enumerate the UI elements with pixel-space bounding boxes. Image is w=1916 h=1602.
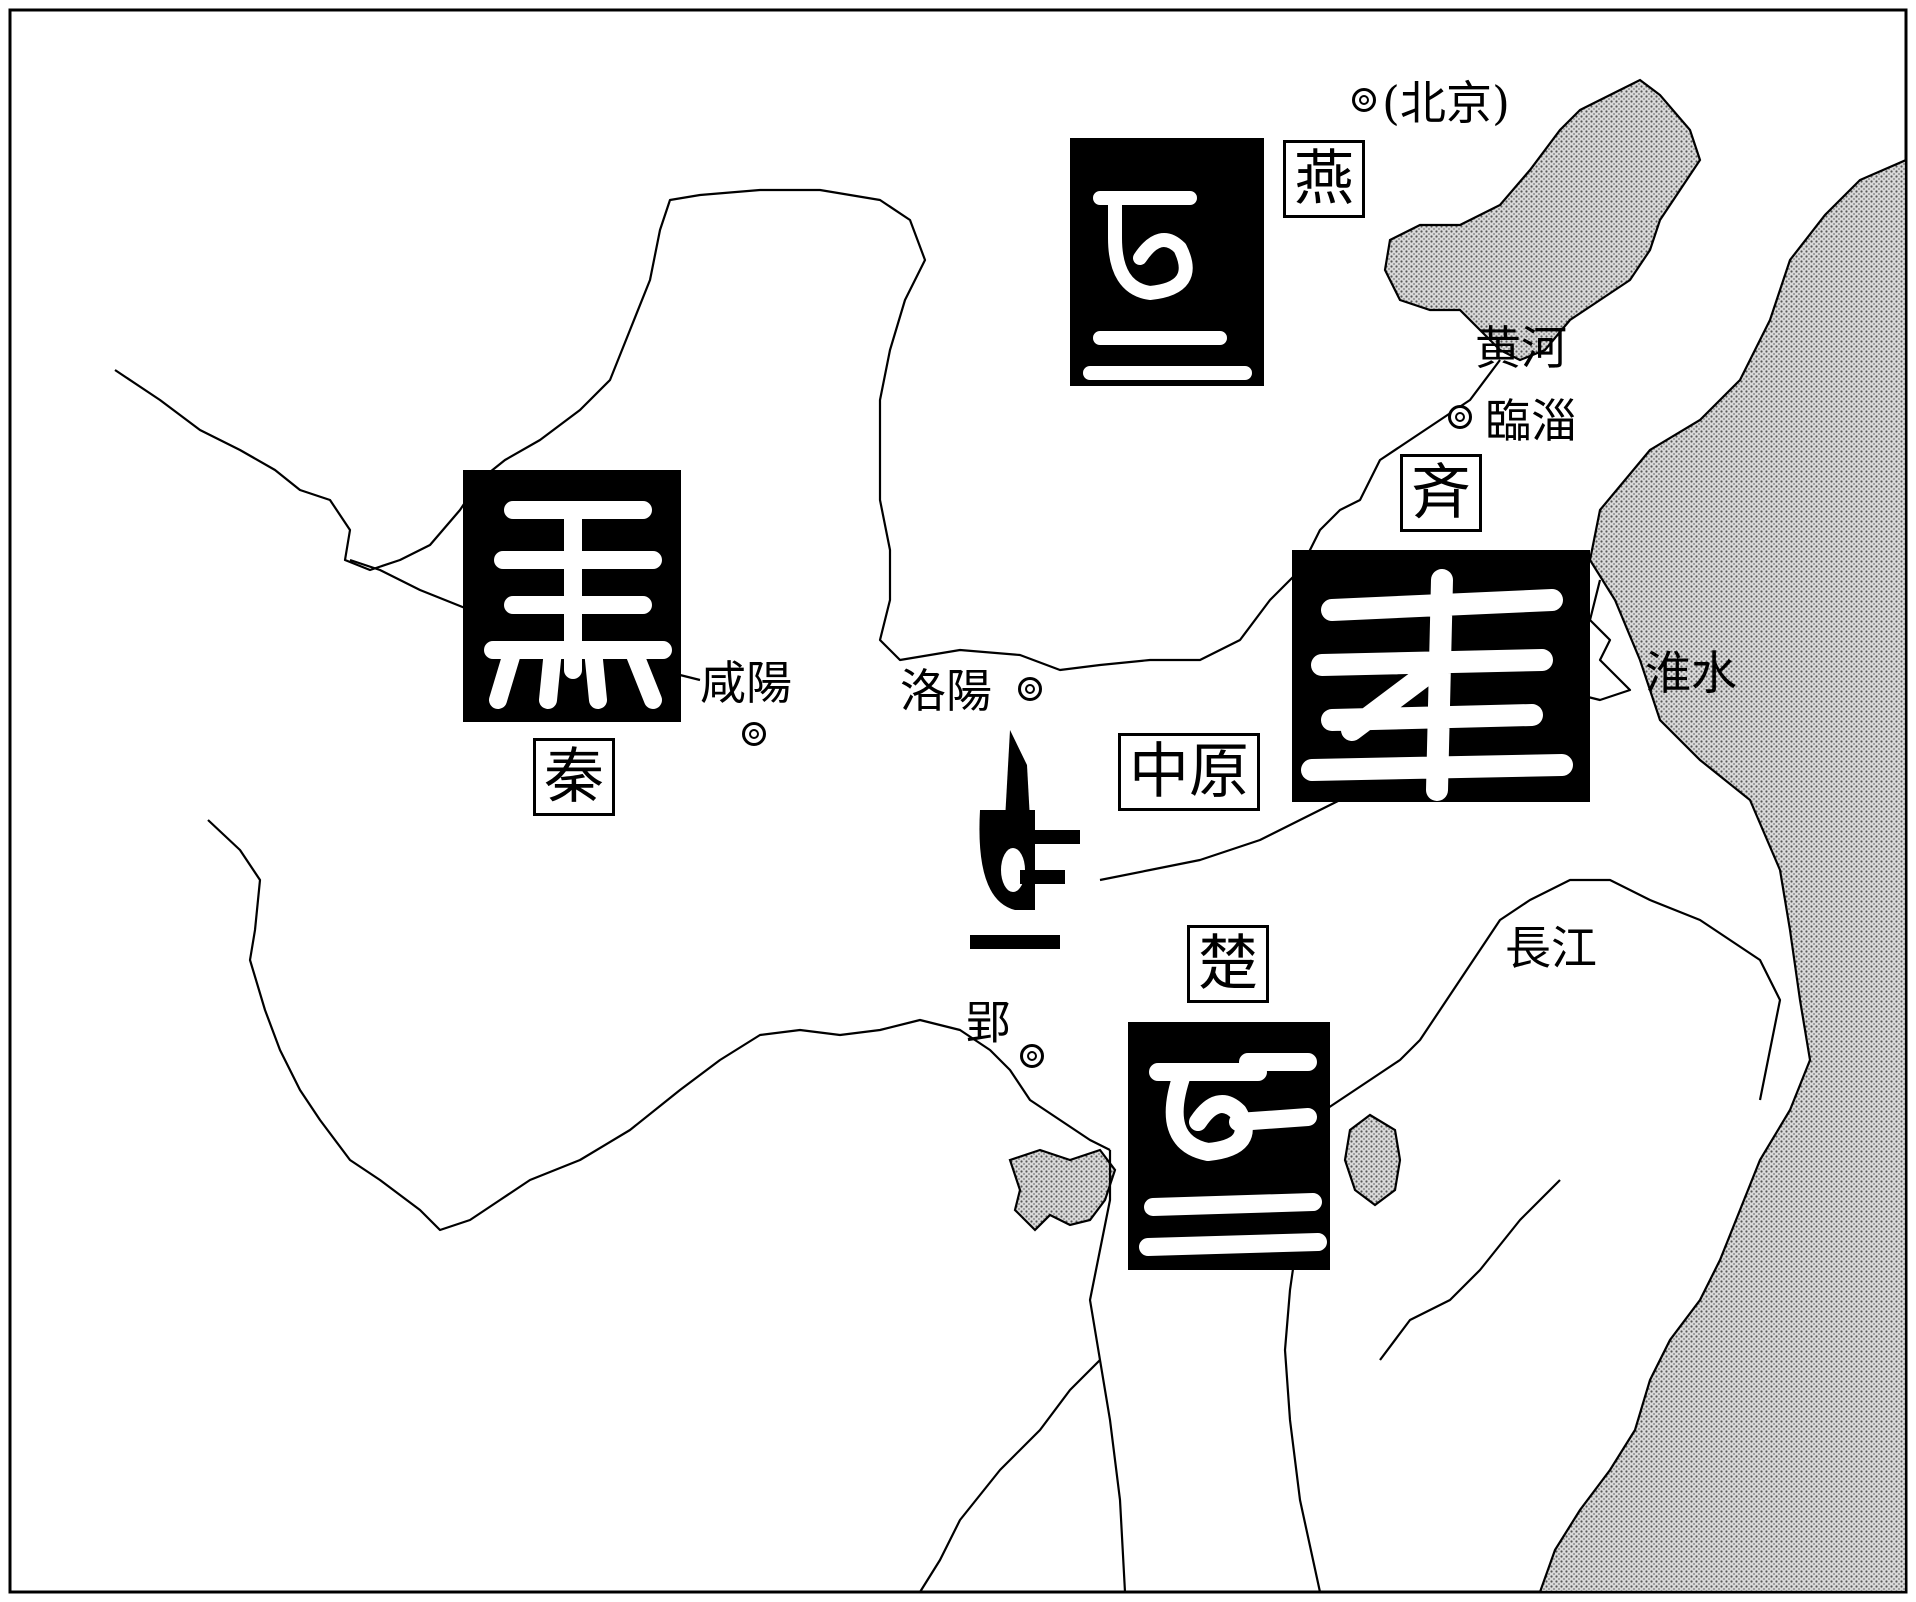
yellow-river-line	[114, 188, 1501, 672]
linzi-label: 臨淄	[1485, 394, 1577, 448]
tributary-1	[1088, 1150, 1127, 1593]
yan-region-label: 燕	[1283, 140, 1365, 218]
xianyang-label: 咸陽	[700, 656, 792, 710]
yan-seal-icon	[1070, 138, 1264, 386]
qin-seal-icon	[463, 470, 681, 722]
luoyang-marker	[1018, 677, 1042, 701]
tributary-3	[1283, 1219, 1322, 1593]
huanghe-label: 黄河	[1475, 321, 1567, 375]
changjiang-label: 長江	[1505, 921, 1597, 975]
tributary-4	[1379, 1179, 1561, 1361]
luoyang-label: 洛陽	[900, 664, 992, 718]
ying-marker	[1020, 1044, 1044, 1068]
beijing-marker	[1352, 88, 1376, 112]
lake-east	[1343, 1113, 1402, 1207]
qi-seal-icon	[1292, 550, 1590, 802]
zhongyuan-region-label: 中原	[1118, 733, 1260, 811]
chu-seal-icon	[1128, 1022, 1330, 1270]
linzi-marker	[1448, 405, 1472, 429]
east-sea	[1538, 158, 1908, 1594]
qin-region-label: 秦	[533, 738, 615, 816]
zhongyuan-glyph-icon	[970, 730, 1080, 949]
xianyang-marker	[742, 722, 766, 746]
yangtze-lower-line	[1309, 878, 1782, 1121]
lake-west	[1008, 1148, 1117, 1232]
qi-region-label: 斉	[1400, 454, 1482, 532]
chu-region-label: 楚	[1187, 925, 1269, 1003]
bohai-sea	[1383, 78, 1702, 362]
ying-label: 郢	[965, 996, 1011, 1050]
tributary-2	[919, 1359, 1101, 1593]
yangtze-river-line	[207, 819, 1111, 1232]
beijing-label: (北京)	[1382, 76, 1510, 130]
huaishui-label: 淮水	[1645, 646, 1737, 700]
